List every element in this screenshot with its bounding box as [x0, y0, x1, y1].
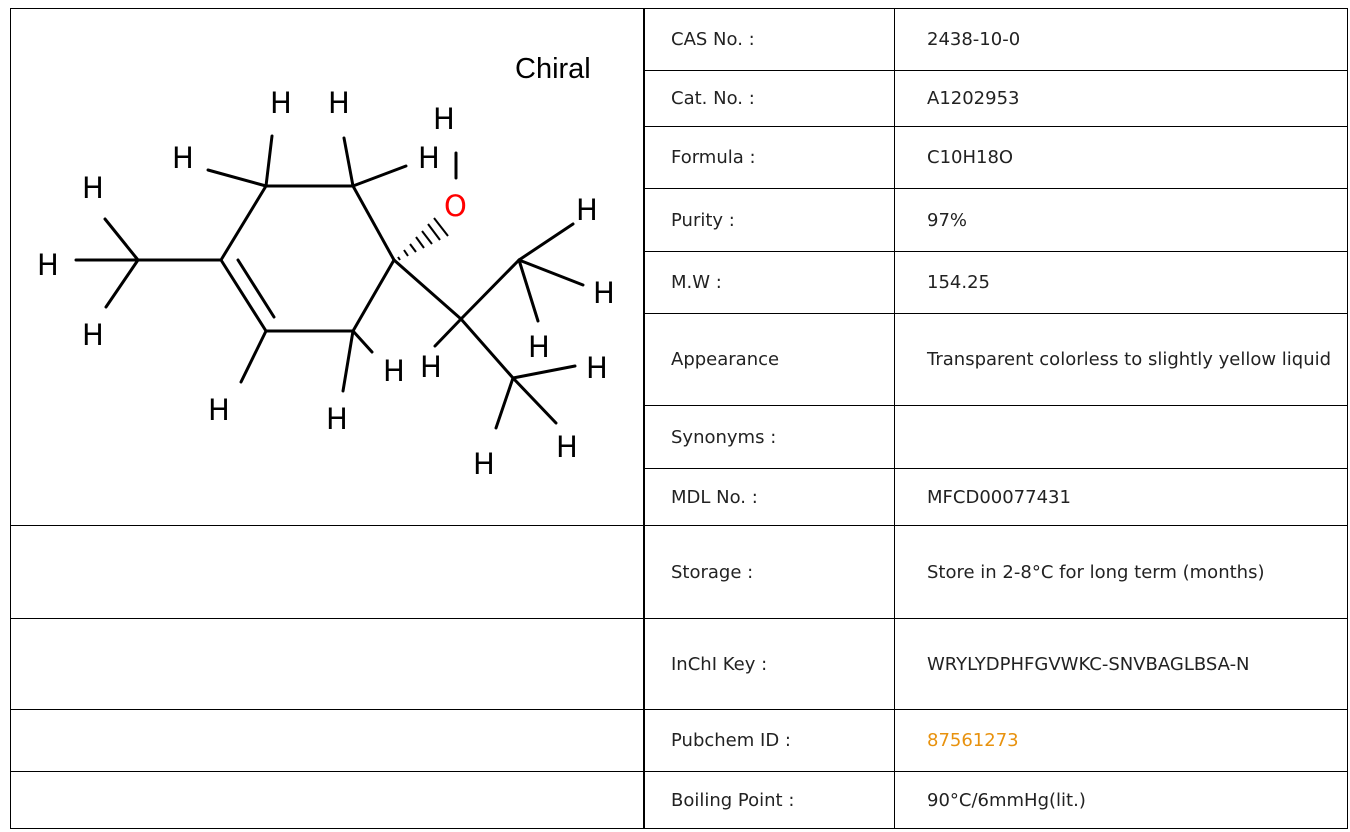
label-mdl-no: MDL No. : — [671, 486, 758, 508]
label-mw: M.W : — [671, 272, 722, 293]
row-divider — [644, 313, 1348, 314]
hydrogen-label: H — [326, 402, 348, 436]
value-cas-no: 2438-10-0 — [927, 29, 1021, 50]
table-border-top — [10, 8, 1348, 9]
label-storage: Storage : — [671, 561, 754, 583]
hydrogen-label: H — [593, 276, 615, 310]
empty-cell — [11, 772, 643, 828]
chiral-label: Chiral — [515, 53, 591, 85]
hydrogen-label: H — [328, 86, 350, 120]
label-synonyms: Synonyms : — [671, 426, 777, 448]
label-cas-no: CAS No. : — [671, 29, 755, 50]
empty-cell — [11, 619, 643, 709]
hydrogen-label: H — [576, 193, 598, 227]
hydrogen-label: H — [208, 393, 230, 427]
product-info-table: Chiral — [10, 8, 1348, 829]
hydrogen-label: H — [418, 141, 440, 175]
hydrogen-label: H — [556, 430, 578, 464]
row-divider — [10, 709, 1348, 710]
atom-labels: H H H H H H H H H H H H H H H H H H O — [37, 86, 615, 481]
hydrogen-label: H — [270, 86, 292, 120]
label-appearance: Appearance — [671, 349, 780, 370]
hydrogen-label: H — [473, 447, 495, 481]
oxygen-label: O — [444, 189, 467, 223]
table-border-bottom — [10, 828, 1348, 829]
value-mw: 154.25 — [927, 272, 990, 293]
hydrogen-label: H — [528, 330, 550, 364]
hydrogen-label: H — [172, 141, 194, 175]
label-purity: Purity : — [671, 209, 735, 231]
value-inchi-key: WRYLYDPHFGVWKC-SNVBAGLBSA-N — [927, 653, 1250, 675]
value-appearance: Transparent colorless to slightly yellow… — [927, 349, 1332, 370]
row-divider — [644, 251, 1348, 252]
hydrogen-label: H — [383, 354, 405, 388]
row-divider — [10, 618, 1348, 619]
empty-cell — [11, 710, 643, 771]
hydrogen-label: H — [82, 171, 104, 205]
hydrogen-label: H — [82, 318, 104, 352]
label-boiling-point: Boiling Point : — [671, 789, 795, 811]
chemical-structure-image: Chiral — [37, 53, 615, 481]
row-divider — [10, 771, 1348, 772]
value-boiling-point: 90°C/6mmHg(lit.) — [927, 789, 1086, 811]
hydrogen-label: H — [433, 102, 455, 136]
hashed-wedge-bond — [397, 217, 449, 261]
value-cat-no: A1202953 — [927, 88, 1020, 109]
hydrogen-label: H — [420, 350, 442, 384]
row-divider — [644, 405, 1348, 406]
row-divider — [10, 525, 1348, 526]
empty-cell — [11, 526, 643, 618]
column-divider-values — [894, 8, 895, 829]
label-formula: Formula : — [671, 147, 756, 168]
label-inchi-key: InChI Key : — [671, 653, 768, 675]
row-divider — [644, 126, 1348, 127]
bonds — [74, 134, 585, 430]
row-divider — [644, 188, 1348, 189]
value-storage: Store in 2-8°C for long term (months) — [927, 561, 1265, 583]
pubchem-id-link[interactable]: 87561273 — [927, 730, 1019, 751]
table-border-right — [1347, 8, 1348, 829]
value-synonyms — [911, 406, 1347, 468]
hydrogen-label: H — [37, 248, 59, 282]
row-divider — [644, 468, 1348, 469]
value-purity: 97% — [927, 209, 968, 231]
row-divider — [644, 70, 1348, 71]
column-divider-structure — [643, 8, 645, 829]
label-pubchem-id: Pubchem ID : — [671, 730, 791, 751]
table-border-left — [10, 8, 11, 829]
label-cat-no: Cat. No. : — [671, 88, 755, 109]
value-formula: C10H18O — [927, 147, 1014, 168]
value-mdl-no: MFCD00077431 — [927, 486, 1071, 508]
hydrogen-label: H — [586, 351, 608, 385]
